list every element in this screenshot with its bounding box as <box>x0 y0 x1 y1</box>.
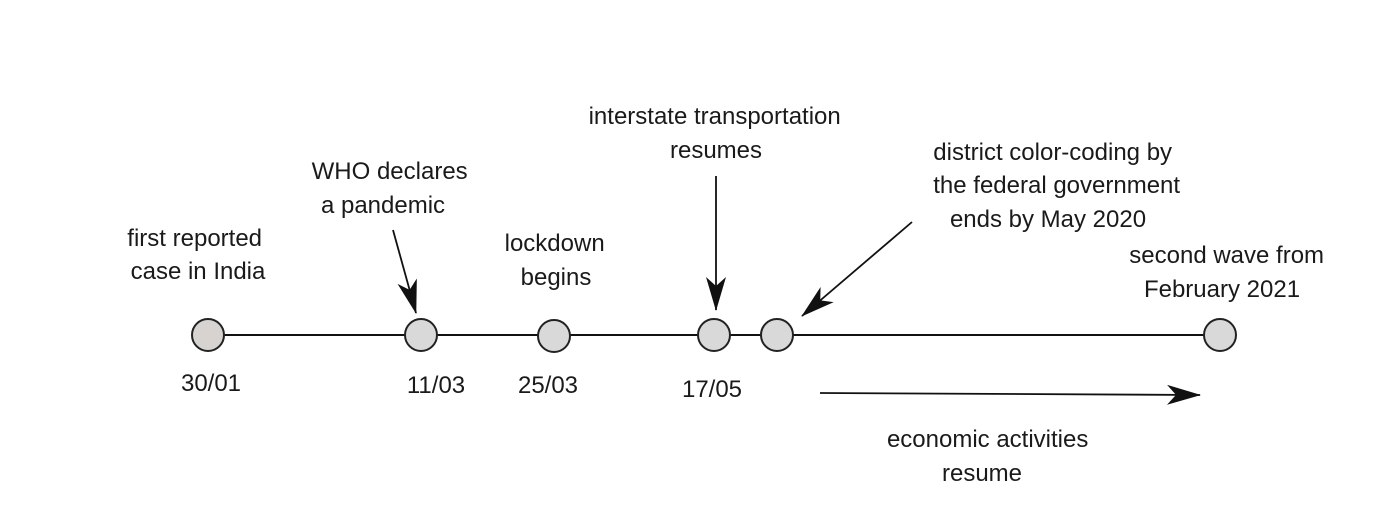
label-color-coding-ends-line-1: district color-coding by <box>933 139 1172 166</box>
label-first-case-line-1: first reported <box>127 225 262 252</box>
event-node-interstate-transport <box>697 318 731 352</box>
label-color-coding-ends: district color-coding by the federal gov… <box>933 139 1187 233</box>
label-color-coding-ends-line-3: ends by May 2020 <box>950 206 1146 233</box>
label-lockdown: lockdown begins <box>505 230 612 291</box>
event-node-who-pandemic <box>404 318 438 352</box>
arrow-economic-activities <box>819 384 1201 405</box>
label-economic-activities: economic activities resume <box>887 426 1095 487</box>
label-interstate-transport: interstate transportation resumes <box>589 103 848 164</box>
date-who-pandemic: 11/03 <box>407 372 465 399</box>
label-second-wave-line-2: February 2021 <box>1144 276 1300 303</box>
label-second-wave-line-1: second wave from <box>1129 242 1324 269</box>
label-color-coding-ends-line-2: the federal government <box>933 172 1180 199</box>
event-node-lockdown <box>537 319 571 353</box>
label-lockdown-line-2: begins <box>521 264 592 291</box>
label-who-pandemic: WHO declares a pandemic <box>312 158 475 219</box>
arrow-color-coding-ends <box>801 221 913 317</box>
date-first-case: 30/01 <box>181 370 241 397</box>
label-interstate-transport-line-1: interstate transportation <box>589 103 841 130</box>
label-economic-activities-line-2: resume <box>942 460 1022 487</box>
event-node-first-case <box>191 318 225 352</box>
date-interstate-transport: 17/05 <box>682 376 742 403</box>
arrow-who-pandemic <box>392 229 417 314</box>
label-who-pandemic-line-1: WHO declares <box>312 158 468 185</box>
label-lockdown-line-1: lockdown <box>505 230 605 257</box>
label-interstate-transport-line-2: resumes <box>670 137 762 164</box>
label-who-pandemic-line-2: a pandemic <box>321 192 445 219</box>
label-economic-activities-line-1: economic activities <box>887 426 1088 453</box>
date-lockdown: 25/03 <box>518 372 578 399</box>
event-node-color-coding-ends <box>760 318 794 352</box>
label-first-case-line-2: case in India <box>131 258 266 285</box>
label-first-case: first reported case in India <box>127 225 268 285</box>
event-node-second-wave <box>1203 318 1237 352</box>
label-second-wave: second wave from February 2021 <box>1129 242 1330 303</box>
